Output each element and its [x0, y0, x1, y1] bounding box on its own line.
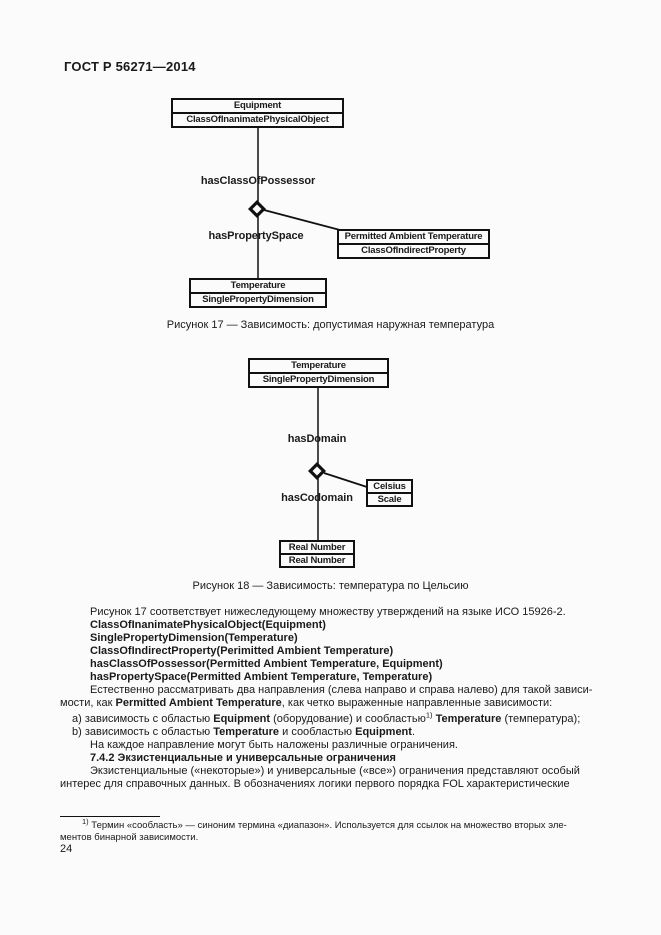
box-type: SinglePropertyDimension — [250, 372, 387, 386]
text-run: , как четко выраженные направленные зави… — [281, 697, 553, 709]
term-bold: Equipment — [213, 713, 271, 725]
text-run: мости, как — [60, 697, 116, 709]
fig18-celsius-box: Celsius Scale — [366, 479, 413, 507]
fig17-permitted-ambient-temperature-box: Permitted Ambient Temperature ClassOfInd… — [337, 229, 490, 259]
paragraph-existential: Экзистенциальные («некоторые») и универс… — [60, 765, 600, 791]
paragraph-directions: Естественно рассматривать два направлени… — [60, 684, 600, 710]
fig17-diamond-inner — [252, 204, 262, 214]
list-item-b: b) зависимость с областью Temperature и … — [60, 726, 600, 739]
statement-line: ClassOfIndirectProperty(Perimitted Ambie… — [90, 645, 394, 657]
term-bold: Temperature — [213, 726, 280, 738]
paragraph-restrictions: На каждое направление могут быть наложен… — [90, 739, 458, 751]
figure17-caption: Рисунок 17 — Зависимость: допустимая нар… — [166, 319, 495, 331]
box-title: Equipment — [233, 100, 282, 111]
fig17-relation-hasClassOfPossessor: hasClassOfPossessor — [200, 175, 316, 187]
fig18-diamond-inner — [312, 466, 322, 476]
paragraph-intro: Рисунок 17 соответствует нижеследующему … — [90, 606, 566, 618]
page-number: 24 — [60, 843, 73, 855]
box-type: SinglePropertyDimension — [191, 292, 325, 306]
body-text: Рисунок 17 соответствует нижеследующему … — [60, 606, 600, 791]
fig17-property-line — [263, 209, 341, 231]
fig18-codomain-line — [323, 472, 368, 488]
section-heading-742: 7.4.2 Экзистенциальные и универсальные о… — [90, 752, 396, 764]
text-run: и сообластью — [279, 726, 356, 738]
fig17-relation-hasPropertySpace: hasPropertySpace — [208, 230, 304, 242]
term-bold: Permitted Ambient Temperature — [115, 697, 282, 709]
text-run: Экзистенциальные («некоторые») и универс… — [90, 765, 580, 777]
footnote-ref: 1) — [425, 710, 433, 720]
fig18-relation-hasCodomain: hasCodomain — [281, 492, 353, 504]
term-bold: Equipment — [355, 726, 412, 738]
fig17-equipment-box: Equipment ClassOfInanimatePhysicalObject — [171, 98, 344, 128]
box-type: Real Number — [281, 553, 353, 566]
text-run: Естественно рассматривать два направлени… — [90, 684, 593, 696]
text-run: b) зависимость с областью — [72, 726, 214, 738]
text-run: . — [411, 726, 416, 738]
box-type: Scale — [368, 492, 411, 505]
statement-line: SinglePropertyDimension(Temperature) — [90, 632, 298, 644]
box-title: Real Number — [288, 542, 346, 553]
fig18-real-number-box: Real Number Real Number — [279, 540, 355, 568]
box-title: Temperature — [230, 280, 286, 291]
text-run: интерес для справочных данных. В обознач… — [60, 778, 570, 790]
fig18-relation-hasDomain: hasDomain — [287, 433, 347, 445]
footnote-marker: 1) — [82, 816, 89, 826]
box-title: Permitted Ambient Temperature — [344, 231, 483, 242]
document-header: ГОСТ Р 56271—2014 — [64, 59, 196, 74]
box-type: ClassOfIndirectProperty — [339, 243, 488, 257]
box-title: Temperature — [291, 360, 346, 371]
statement-line: ClassOfInanimatePhysicalObject(Equipment… — [90, 619, 326, 631]
text-run: (температура); — [501, 713, 581, 725]
footnote-marker-wrap: 1) — [60, 816, 89, 831]
footnote-text: ментов бинарной зависимости. — [60, 832, 199, 843]
fig17-temperature-box: Temperature SinglePropertyDimension — [189, 278, 327, 308]
box-title: Celsius — [373, 481, 406, 492]
fig18-temperature-box: Temperature SinglePropertyDimension — [248, 358, 389, 388]
figure18-caption: Рисунок 18 — Зависимость: температура по… — [192, 580, 469, 592]
statement-line: hasPropertySpace(Permitted Ambient Tempe… — [90, 671, 433, 683]
term-bold: Temperature — [435, 713, 502, 725]
statement-line: hasClassOfPossessor(Permitted Ambient Te… — [90, 658, 443, 670]
list-item-a: a) зависимость с областью Equipment (обо… — [60, 710, 600, 726]
text-run: (оборудование) и сообластью — [270, 713, 426, 725]
footnote: 1) Термин «сообласть» — синоним термина … — [60, 816, 600, 844]
footnote-text: Термин «сообласть» — синоним термина «ди… — [88, 820, 567, 831]
box-type: ClassOfInanimatePhysicalObject — [173, 112, 342, 126]
footnote-rule — [60, 816, 160, 817]
text-run: a) зависимость с областью — [72, 713, 214, 725]
